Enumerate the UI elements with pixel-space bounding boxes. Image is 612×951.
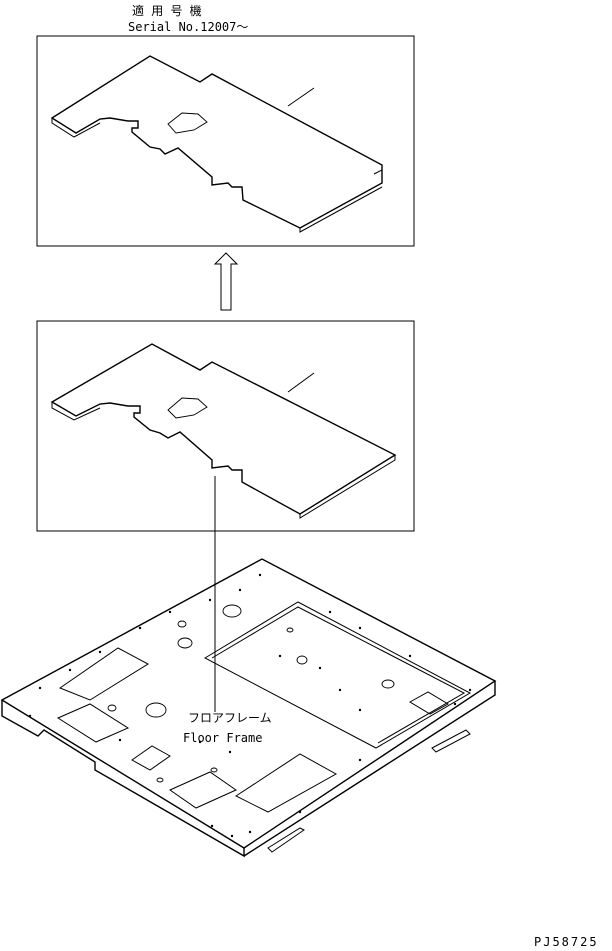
upgraded-mat-panel bbox=[36, 35, 415, 247]
part-code: PJ58725 bbox=[534, 935, 599, 949]
upgrade-arrow bbox=[213, 252, 239, 311]
serial-number-label: Serial No.12007～ bbox=[128, 20, 248, 34]
floor-frame-label-en: Floor Frame bbox=[183, 731, 262, 745]
original-mat-panel bbox=[36, 320, 415, 532]
floor-mat-original bbox=[50, 343, 397, 519]
floor-frame-label-jp: フロアフレーム bbox=[188, 711, 272, 725]
floor-frame bbox=[0, 558, 497, 858]
applicable-models-label: 適 用 号 機 bbox=[132, 3, 202, 18]
floor-mat-new bbox=[50, 55, 383, 233]
